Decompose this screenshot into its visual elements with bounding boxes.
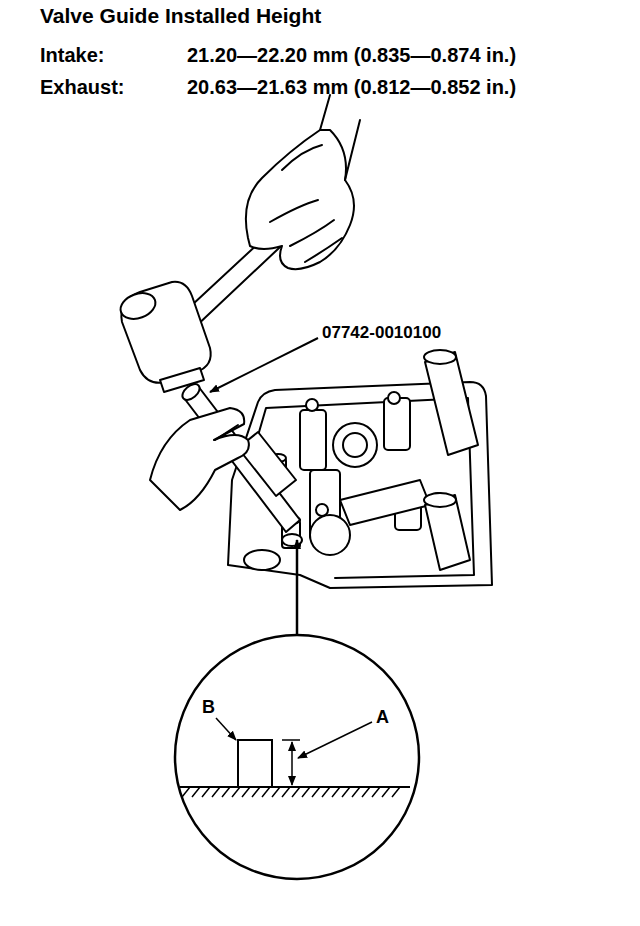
tool-number: 07742-0010100 [322,323,441,343]
spec-label: Exhaust: [40,76,124,99]
callout-letter: B [202,697,215,718]
callout-letter: A [376,707,389,728]
spec-value: 21.20—22.20 mm (0.835—0.874 in.) [187,44,516,67]
spec-value: 20.63—21.63 mm (0.812—0.852 in.) [187,76,516,99]
title-text: Valve Guide Installed Height [40,4,321,28]
spec-label: Intake: [40,44,104,67]
